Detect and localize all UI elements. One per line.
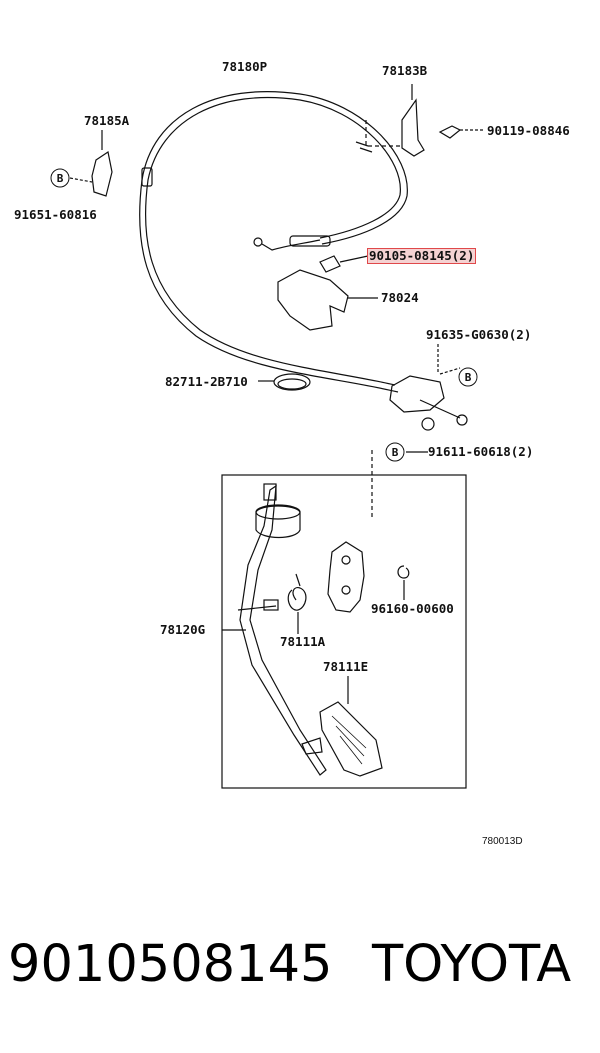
bracket-mid-shape	[277, 269, 349, 331]
label-nut-right: 91611-60618(2)	[428, 444, 534, 459]
callout-letter-left: B	[57, 172, 64, 185]
label-pedal-pad: 78111E	[323, 659, 369, 674]
spring-shape	[287, 587, 307, 611]
caption-brand: TOYOTA	[372, 935, 572, 994]
label-bolt-top: 90119-08846	[487, 123, 570, 138]
cable-end-bracket	[389, 375, 445, 413]
diagram-drawing: B B B	[50, 84, 485, 789]
label-clip-left: 91651-60816	[14, 207, 97, 222]
label-pedal-arm: 78120G	[160, 622, 206, 637]
cable-inner-line	[139, 91, 408, 393]
caption-part-number: 9010508145	[8, 935, 333, 994]
cable-outer-line	[144, 96, 401, 386]
label-cable: 78180P	[222, 59, 268, 74]
label-bracket-top: 78183B	[382, 63, 428, 78]
pedal-arm-shape	[239, 484, 327, 776]
pedal-assembly-box	[221, 474, 467, 789]
callout-letter-lower: B	[392, 446, 399, 459]
pedal-pad-shape	[319, 701, 383, 777]
label-ring: 96160-00600	[371, 601, 454, 616]
band-shape	[273, 373, 311, 391]
label-bolt-highlight: 90105-08145(2)	[366, 248, 477, 264]
part-caption: 9010508145 TOYOTA	[0, 935, 600, 1015]
clamp-left-shape	[91, 151, 113, 197]
figure-code: 780013D	[482, 836, 523, 847]
callout-letter-right: B	[465, 371, 472, 384]
callout-circle-right	[458, 367, 478, 387]
label-spring: 78111A	[280, 634, 326, 649]
ring-shape	[397, 565, 410, 579]
label-clamp-left: 78185A	[84, 113, 130, 128]
label-band: 82711-2B710	[165, 374, 248, 389]
parts-diagram: B B B 78180P 78183B 78185A 90119-08846 9…	[14, 59, 570, 848]
callout-circle-lower	[385, 442, 405, 462]
callout-circle-left	[50, 168, 70, 188]
label-bracket-mid: 78024	[381, 290, 419, 305]
label-bolt-right: 91635-G0630(2)	[426, 327, 532, 342]
bracket-top-shape	[401, 98, 425, 157]
lever-bracket-shape	[327, 541, 365, 613]
